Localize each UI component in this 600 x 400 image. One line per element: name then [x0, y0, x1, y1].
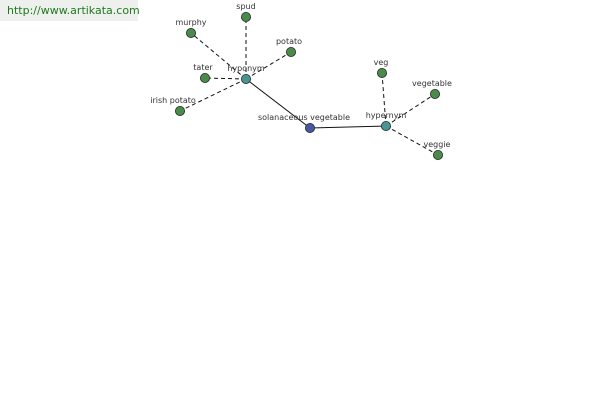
edge-center-hyper — [309, 125, 387, 129]
relation-hypo-label[interactable]: hyponym — [227, 64, 265, 73]
center-word-label[interactable]: solanaceous vegetable — [258, 113, 350, 122]
word-tater-label[interactable]: tater — [193, 63, 213, 72]
relation-hyper-node[interactable] — [380, 121, 391, 132]
edge-hypo-irish — [179, 78, 247, 112]
word-veggie-label[interactable]: veggie — [424, 140, 451, 149]
edge-hypo-murphy — [190, 32, 247, 80]
word-potato-label[interactable]: potato — [276, 37, 302, 46]
word-vegetable-node[interactable] — [429, 89, 440, 100]
graph-nodes — [174, 11, 443, 160]
word-murphy-label[interactable]: murphy — [175, 18, 206, 27]
word-potato-node[interactable] — [285, 47, 296, 58]
word-irish-node[interactable] — [174, 106, 185, 117]
word-veg-node[interactable] — [376, 68, 387, 79]
graph-labels: murphy spud potato tater irish potato veg vege… — [150, 2, 452, 149]
site-url-watermark[interactable]: http://www.artikata.com — [0, 0, 140, 21]
center-word-node[interactable] — [304, 123, 315, 134]
word-murphy-node[interactable] — [185, 27, 196, 38]
edge-hyper-veggie — [385, 125, 439, 156]
word-tater-node[interactable] — [199, 73, 210, 84]
word-veggie-node[interactable] — [432, 149, 443, 160]
word-vegetable-label[interactable]: vegetable — [412, 79, 452, 88]
edge-hyper-vegetable — [385, 93, 436, 127]
edge-center-hypo — [245, 78, 311, 129]
word-veg-label[interactable]: veg — [374, 58, 389, 67]
edge-hypo-tater — [204, 77, 247, 80]
graph-edges — [179, 17, 439, 156]
relation-hypo-node[interactable] — [240, 74, 251, 85]
word-irish-label[interactable]: irish potato — [150, 96, 196, 105]
relation-hyper-label[interactable]: hypernym — [366, 111, 407, 120]
edge-hypo-potato — [245, 51, 292, 80]
edge-hyper-veg — [381, 72, 387, 127]
word-spud-label[interactable]: spud — [236, 2, 255, 11]
word-spud-node[interactable] — [240, 11, 251, 22]
